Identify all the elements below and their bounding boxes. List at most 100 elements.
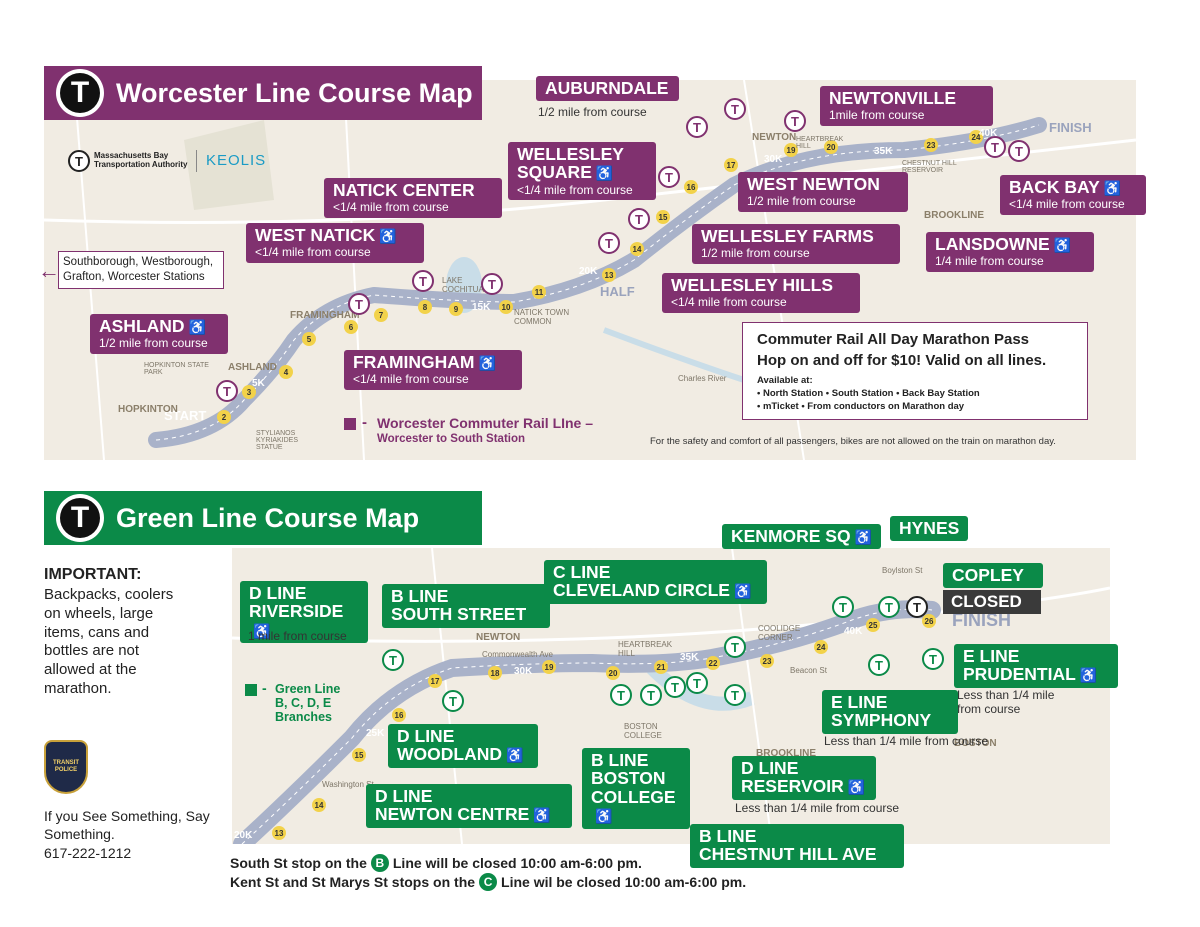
mbta-logo-icon: T bbox=[68, 150, 90, 172]
t-logo-icon: T bbox=[56, 494, 104, 542]
accessible-icon: ♿ bbox=[595, 165, 614, 182]
km-marker: 20K bbox=[234, 830, 253, 841]
town-label: HOPKINTON bbox=[118, 404, 178, 415]
marathon-course bbox=[148, 117, 1047, 448]
station-reservoir[interactable]: D LINE RESERVOIR♿ bbox=[732, 756, 876, 800]
important-title: IMPORTANT: bbox=[44, 566, 142, 583]
station-distance: Less than 1/4 mile from course bbox=[824, 734, 989, 748]
westbound-arrow-icon: ← bbox=[38, 258, 60, 283]
accessible-icon: ♿ bbox=[533, 807, 551, 824]
station-copley[interactable]: COPLEY bbox=[943, 563, 1043, 589]
station-woodland[interactable]: D LINE WOODLAND♿ bbox=[388, 724, 538, 768]
pass-subtitle: Hop on and off for $10! Valid on all lin… bbox=[757, 352, 1047, 369]
t-stop-icon[interactable]: T bbox=[922, 648, 944, 670]
t-stop-icon[interactable]: T bbox=[640, 684, 662, 706]
station-lansdowne[interactable]: LANSDOWNE♿ 1/4 mile from course bbox=[926, 232, 1094, 272]
pass-title: Commuter Rail All Day Marathon Pass bbox=[757, 331, 1030, 348]
legend-swatch bbox=[344, 418, 356, 430]
accessible-icon: ♿ bbox=[478, 355, 496, 371]
station-cleveland-circle[interactable]: C LINE CLEVELAND CIRCLE♿ bbox=[544, 560, 767, 604]
station-ashland[interactable]: ASHLAND♿ 1/2 mile from course bbox=[90, 314, 228, 354]
station-riverside[interactable]: D LINE RIVERSIDE♿ bbox=[240, 581, 368, 644]
t-stop-icon[interactable]: T bbox=[412, 270, 434, 292]
accessible-icon: ♿ bbox=[847, 779, 866, 796]
mile-marker: 19 bbox=[784, 143, 798, 157]
mile-marker: 16 bbox=[684, 180, 698, 194]
station-wellesley-square[interactable]: WELLESLEY SQUARE♿ <1/4 mile from course bbox=[508, 142, 656, 201]
km-marker: 35K bbox=[874, 146, 893, 157]
t-stop-icon[interactable]: T bbox=[216, 380, 238, 402]
station-newtonville[interactable]: NEWTONVILLE 1mile from course bbox=[820, 86, 993, 126]
t-stop-icon[interactable]: T bbox=[628, 208, 650, 230]
accessible-icon: ♿ bbox=[505, 747, 524, 764]
station-wellesley-hills[interactable]: WELLESLEY HILLS <1/4 mile from course bbox=[662, 273, 860, 313]
t-stop-icon[interactable]: T bbox=[984, 136, 1006, 158]
km-marker: 40K bbox=[979, 128, 998, 139]
t-stop-icon[interactable]: T bbox=[442, 690, 464, 712]
t-stop-icon[interactable]: T bbox=[348, 293, 370, 315]
station-natick-center[interactable]: NATICK CENTER <1/4 mile from course bbox=[324, 178, 502, 218]
station-south-street[interactable]: B LINE SOUTH STREET bbox=[382, 584, 550, 628]
t-stop-icon[interactable]: T bbox=[481, 273, 503, 295]
station-distance: 1 mile from course bbox=[248, 629, 347, 643]
accessible-icon: ♿ bbox=[733, 583, 752, 600]
mile-marker: 3 bbox=[242, 385, 256, 399]
see-something: If you See Something, Say Something. bbox=[44, 808, 210, 842]
station-prudential[interactable]: E LINE PRUDENTIAL♿ bbox=[954, 644, 1118, 688]
accessible-icon: ♿ bbox=[188, 319, 206, 335]
station-west-natick[interactable]: WEST NATICK♿ <1/4 mile from course bbox=[246, 223, 424, 263]
worcester-banner: T Worcester Line Course Map bbox=[44, 66, 482, 120]
t-stop-icon[interactable]: T bbox=[784, 110, 806, 132]
t-stop-icon[interactable]: T bbox=[1008, 140, 1030, 162]
station-symphony[interactable]: E LINE SYMPHONY bbox=[822, 690, 958, 734]
station-chestnut-hill-ave[interactable]: B LINE CHESTNUT HILL AVE bbox=[690, 824, 904, 868]
t-stop-icon[interactable]: T bbox=[610, 684, 632, 706]
t-stop-closed-icon[interactable]: T bbox=[906, 596, 928, 618]
t-stop-icon[interactable]: T bbox=[382, 649, 404, 671]
mile-marker: 7 bbox=[374, 308, 388, 322]
mile-marker: 15 bbox=[656, 210, 670, 224]
t-stop-icon[interactable]: T bbox=[664, 676, 686, 698]
km-marker: 35K bbox=[680, 652, 699, 663]
green-banner: T Green Line Course Map bbox=[44, 491, 482, 545]
t-stop-icon[interactable]: T bbox=[878, 596, 900, 618]
mile-marker: 14 bbox=[630, 242, 644, 256]
t-stop-icon[interactable]: T bbox=[724, 636, 746, 658]
km-marker: 5K bbox=[252, 378, 265, 389]
town-label: NEWTON bbox=[752, 132, 797, 143]
t-stop-icon[interactable]: T bbox=[598, 232, 620, 254]
mile-marker: 8 bbox=[418, 300, 432, 314]
t-stop-icon[interactable]: T bbox=[724, 98, 746, 120]
station-boston-college[interactable]: B LINE BOSTON COLLEGE♿ bbox=[582, 748, 690, 829]
station-auburndale[interactable]: AUBURNDALE bbox=[536, 76, 679, 102]
t-stop-icon[interactable]: T bbox=[686, 672, 708, 694]
t-stop-icon[interactable]: T bbox=[724, 684, 746, 706]
road bbox=[343, 80, 365, 460]
station-kenmore-sq[interactable]: KENMORE SQ♿ bbox=[722, 524, 882, 550]
t-stop-icon[interactable]: T bbox=[658, 166, 680, 188]
t-stop-icon[interactable]: T bbox=[686, 116, 708, 138]
mile-marker: 6 bbox=[344, 320, 358, 334]
station-newton-centre[interactable]: D LINE NEWTON CENTRE♿ bbox=[366, 784, 572, 828]
station-wellesley-farms[interactable]: WELLESLEY FARMS 1/2 mile from course bbox=[692, 224, 900, 264]
legend-swatch bbox=[245, 684, 257, 696]
station-west-newton[interactable]: WEST NEWTON 1/2 mile from course bbox=[738, 172, 908, 212]
legend-title: Worcester Commuter Rail LIne – bbox=[377, 415, 594, 431]
station-back-bay[interactable]: BACK BAY♿ <1/4 mile from course bbox=[1000, 175, 1146, 215]
station-hynes[interactable]: HYNES bbox=[890, 516, 969, 542]
closure-note: South St stop on the B Line will be clos… bbox=[230, 854, 642, 872]
pass-line: • North Station • South Station • Back B… bbox=[757, 388, 980, 399]
station-framingham[interactable]: FRAMINGHAM♿ <1/4 mile from course bbox=[344, 350, 522, 390]
c-line-badge-icon: C bbox=[479, 873, 498, 891]
keolis-logo: KEOLIS bbox=[206, 152, 267, 169]
accessible-icon: ♿ bbox=[854, 529, 873, 545]
accessible-icon: ♿ bbox=[253, 622, 271, 639]
start-label: START bbox=[164, 408, 207, 423]
t-stop-icon[interactable]: T bbox=[868, 654, 890, 676]
pass-line: • mTicket • From conductors on Marathon … bbox=[757, 401, 965, 412]
marathon-pass-box: Commuter Rail All Day Marathon Pass Hop … bbox=[742, 322, 1088, 420]
t-stop-icon[interactable]: T bbox=[832, 596, 854, 618]
legend-text: Green Line B, C, D, E Branches bbox=[275, 682, 341, 724]
landmark-label: HOPKINTON STATE PARK bbox=[144, 362, 209, 376]
mile-marker: 23 bbox=[760, 654, 774, 668]
